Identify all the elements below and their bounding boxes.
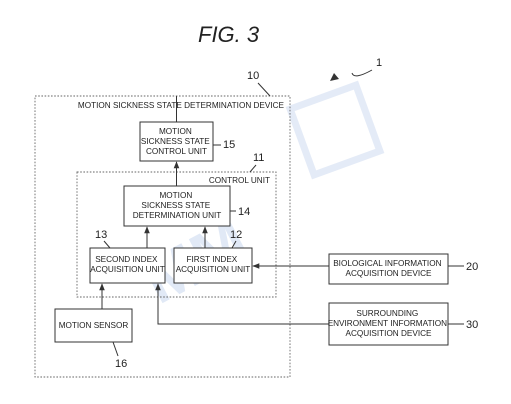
ref-device-leader	[257, 82, 271, 97]
ref-motion-sensor: 16	[115, 358, 127, 370]
ref-control-unit-leader	[249, 164, 257, 173]
control-unit-label: CONTROL UNIT	[209, 176, 270, 185]
first-index-unit-12-box	[173, 247, 253, 284]
first-index-unit-12-label: FIRST INDEX ACQUISITION UNIT	[176, 255, 251, 274]
ref-second-index: 13	[95, 229, 107, 241]
figure-title: FIG. 3	[198, 22, 260, 47]
bio-device-20-box	[328, 253, 449, 285]
ref-first-index-leader	[231, 240, 237, 249]
arrow-env-to-second	[155, 283, 329, 325]
bio-device-20-label: BIOLOGICAL INFORMATION ACQUISITION DEVIC…	[333, 259, 444, 278]
device-boundary	[34, 95, 291, 378]
motion-sensor-16-label: MOTION SENSOR	[59, 321, 129, 330]
ref-system: 1	[376, 57, 382, 69]
ref-second-index-leader	[103, 240, 111, 249]
motion-sensor-16-box	[54, 308, 133, 343]
determination-unit-14-box	[123, 185, 231, 227]
env-device-30-label: SURROUNDING ENVIRONMENT INFORMATION ACQU…	[328, 309, 450, 338]
ref-device: 10	[247, 70, 259, 82]
ref-motion-sensor-leader	[112, 341, 119, 357]
ref-determination: 14	[238, 206, 250, 218]
control-unit-15-label: MOTION SICKNESS STATE CONTROL UNIT	[141, 127, 212, 156]
ref-bio-device: 20	[466, 261, 478, 273]
ref-system-leader	[351, 69, 373, 77]
ref-control-unit: 11	[253, 152, 264, 164]
ref-first-index: 12	[230, 229, 242, 241]
ref-control: 15	[223, 139, 235, 151]
control-unit-15-box	[139, 121, 214, 162]
ref-env-device: 30	[466, 319, 478, 331]
second-index-unit-13-box	[89, 247, 166, 284]
ref-system-arrowhead	[330, 73, 339, 81]
determination-unit-14-label: MOTION SICKNESS STATE DETERMINATION UNIT	[133, 191, 222, 220]
second-index-unit-13-label: SECOND INDEX ACQUISITION UNIT	[90, 255, 165, 274]
device-label: MOTION SICKNESS STATE DETERMINATION DEVI…	[78, 101, 285, 110]
